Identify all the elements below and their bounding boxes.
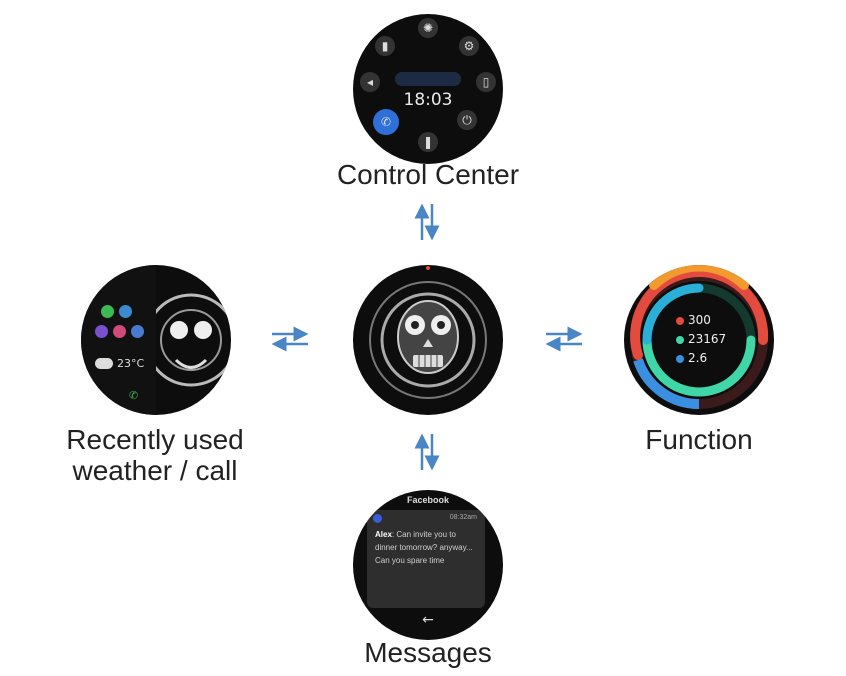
app-icon[interactable] xyxy=(131,325,144,338)
arrows-top xyxy=(414,203,440,241)
calories-value: 300 xyxy=(688,313,711,327)
message-sender: Alex xyxy=(375,530,392,539)
arrows-bottom xyxy=(414,433,440,471)
function-row-distance[interactable]: 2.6 xyxy=(676,351,707,365)
message-body: Alex: Can invite you to dinner tomorrow?… xyxy=(375,530,473,565)
brightness-icon: ✺ xyxy=(418,18,438,38)
function-row-steps[interactable]: 23167 xyxy=(676,332,726,346)
steps-icon xyxy=(676,335,684,344)
settings-icon: ⚙ xyxy=(459,36,479,56)
activity-rings xyxy=(630,265,769,410)
app-icon[interactable] xyxy=(113,325,126,338)
function-row-calories[interactable]: 300 xyxy=(676,313,711,327)
phone-icon[interactable]: ✆ xyxy=(129,389,139,402)
control-center-watch: ✺ ▮ ⚙ ◂ ▯ 18:03 ✆ ⏻ ❚ xyxy=(353,14,503,164)
power-icon: ⏻ xyxy=(457,110,477,130)
message-text: Can invite you to dinner tomorrow? anywa… xyxy=(375,530,473,565)
main-watch-face xyxy=(353,265,503,415)
speaker-icon: ◂ xyxy=(360,72,380,92)
control-center-label: Control Center xyxy=(336,159,520,190)
function-watch: 300 23167 2.6 xyxy=(624,265,774,415)
messages-label: Messages xyxy=(364,637,492,668)
steps-value: 23167 xyxy=(688,332,727,346)
recent-apps-watch: 23°C ✆ xyxy=(81,265,231,415)
distance-value: 2.6 xyxy=(688,351,708,365)
function-label: Function xyxy=(645,424,753,455)
calorie-icon xyxy=(676,316,684,325)
recent-panel: 23°C ✆ xyxy=(81,265,156,415)
cloud-icon xyxy=(95,358,113,369)
message-app-name: Facebook xyxy=(406,495,449,505)
back-arrow-icon[interactable]: ← xyxy=(422,612,434,628)
message-card[interactable]: 08:32am Alex: Can invite you to dinner t… xyxy=(367,510,485,608)
recent-label-line2: weather / call xyxy=(72,455,238,486)
recent-label-line1: Recently used xyxy=(66,424,244,455)
phone-icon: ✆ xyxy=(373,109,399,135)
app-icon[interactable] xyxy=(95,325,108,338)
messages-watch: Facebook 08:32am Alex: Can invite you to… xyxy=(353,490,503,640)
facebook-icon xyxy=(373,514,382,523)
clock-time: 18:03 xyxy=(403,90,453,110)
arrows-right xyxy=(545,326,583,352)
flashlight-icon: ❚ xyxy=(418,132,438,152)
arrows-left xyxy=(271,326,309,352)
skull-face-artwork xyxy=(369,266,487,399)
battery-icon: ▮ xyxy=(375,36,395,56)
card-icon: ▯ xyxy=(476,72,496,92)
distance-icon xyxy=(676,354,684,363)
weather-temperature[interactable]: 23°C xyxy=(117,357,145,370)
recent-label: Recently used weather / call xyxy=(30,424,280,486)
app-icon[interactable] xyxy=(119,305,132,318)
status-bar xyxy=(395,72,461,86)
app-icon[interactable] xyxy=(101,305,114,318)
message-time: 08:32am xyxy=(449,514,477,521)
